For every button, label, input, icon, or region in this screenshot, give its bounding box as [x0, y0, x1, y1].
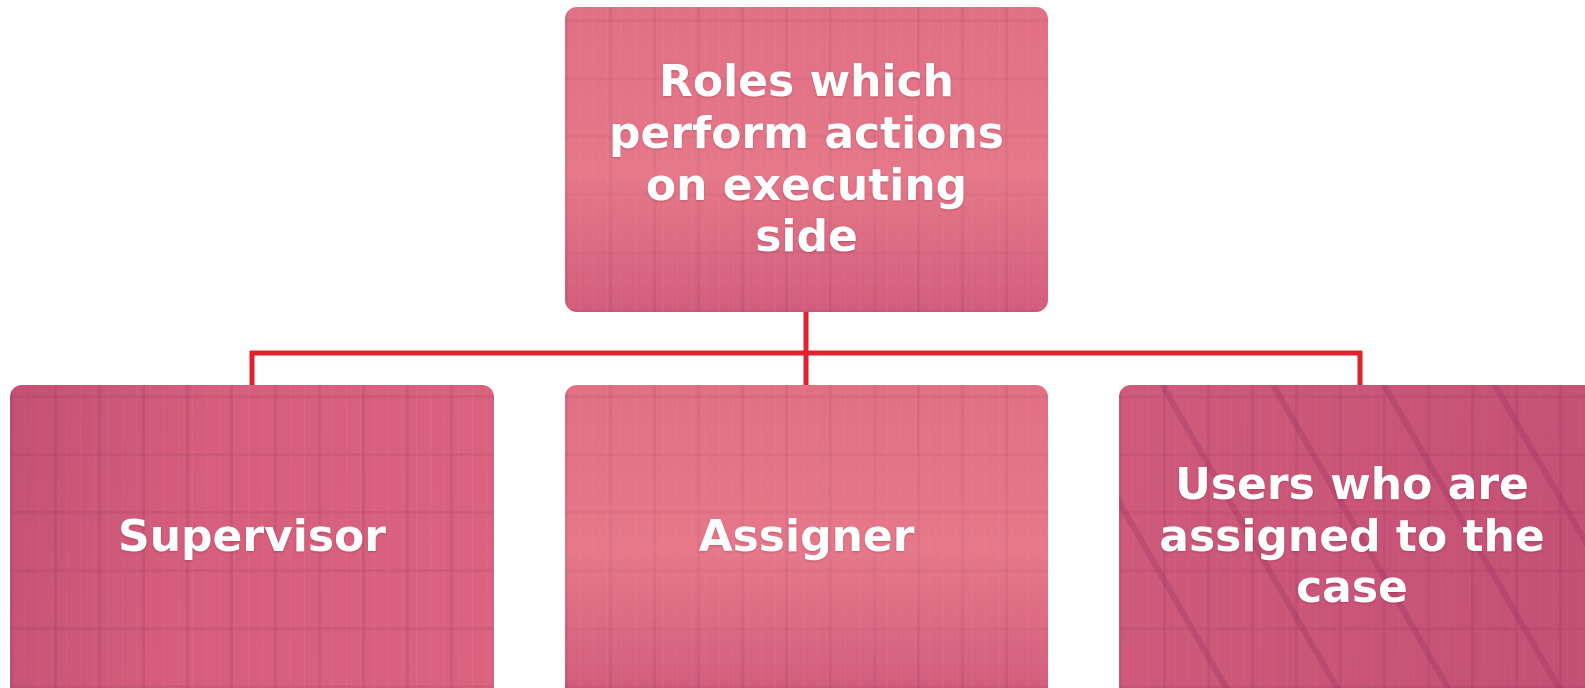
child-node-supervisor: Supervisor: [10, 385, 494, 688]
child-node-label: Users who are assigned to the case: [1159, 458, 1545, 614]
child-node-assigner: Assigner: [565, 385, 1048, 688]
child-node-label: Assigner: [698, 510, 915, 562]
root-node-label: Roles which perform actions on executing…: [609, 55, 1004, 263]
child-node-label: Supervisor: [118, 510, 386, 562]
root-node: Roles which perform actions on executing…: [565, 7, 1048, 312]
child-node-assigned-users: Users who are assigned to the case: [1119, 385, 1585, 688]
